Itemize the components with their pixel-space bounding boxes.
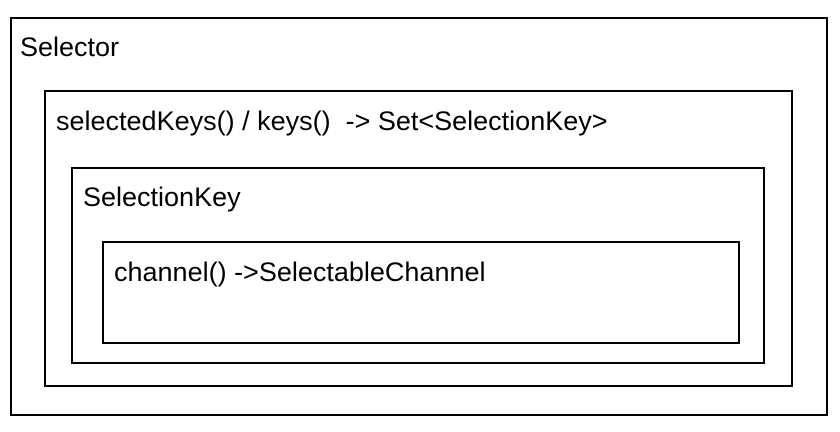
selection-key-label: SelectionKey <box>83 182 241 212</box>
channel-label: channel() ->SelectableChannel <box>114 257 486 287</box>
selector-label: Selector <box>20 32 120 62</box>
selected-keys-label: selectedKeys() / keys() -> Set<Selection… <box>56 106 608 136</box>
channel-box <box>102 241 740 344</box>
